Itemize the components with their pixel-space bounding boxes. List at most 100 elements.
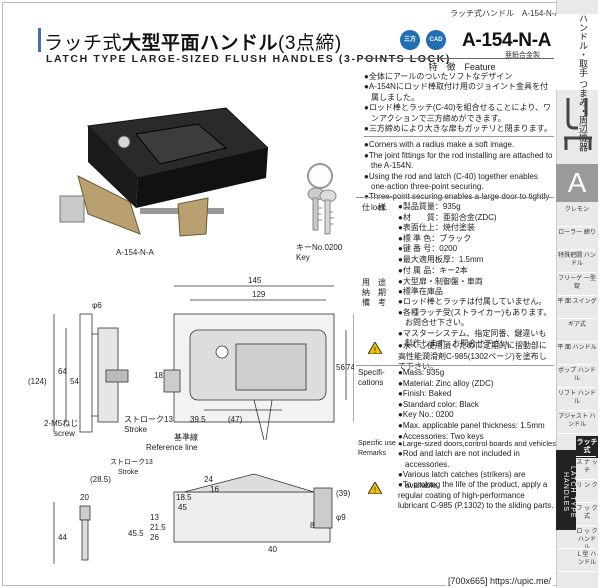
dim-phi6: φ6: [92, 301, 102, 310]
feature-item-en: ●Corners with a radius make a soft image…: [364, 140, 515, 150]
sidebar-separator: [558, 456, 596, 457]
svg-text:!: !: [374, 486, 376, 494]
spec-item-jp: ●表面仕上：焼付塗装: [398, 223, 475, 233]
sidebar-item[interactable]: クレモン: [564, 207, 589, 213]
sidebar-separator: [558, 571, 596, 572]
dim-47: (47): [228, 415, 243, 424]
feature-item-jp: ●ロッド棒とラッチ(C-40)を組合せることにより、ワンアクションで三方締めがで…: [364, 103, 552, 123]
dim-21-5: 21.5: [150, 523, 166, 532]
dim-28-5: (28.5): [90, 475, 111, 484]
spec-item-en: ●Material: Zinc alloy (ZDC): [398, 378, 494, 388]
spec-item-jp: ●付 属 品：キー2本: [398, 265, 468, 275]
spec-item-jp: ●键 番 号：0200: [398, 244, 458, 254]
caution-en-icon: !: [368, 482, 382, 494]
key-icon: [307, 163, 337, 235]
note-item-jp: ●ロッド棒とラッチは付属していません。: [398, 297, 547, 306]
dim-45-5: 45.5: [128, 529, 144, 538]
spec-item-en: ●Max. applicable panel thickness: 1.5mm: [398, 420, 545, 430]
spec-item-jp: ●標 準 色：ブラック: [398, 233, 472, 243]
sidebar-item[interactable]: アジャスト ハンドル: [558, 414, 596, 428]
sidebar-separator: [558, 249, 596, 250]
spec-item-jp: ●最大適用板厚：1.5mm: [398, 254, 484, 264]
dim-phi9: φ9: [336, 513, 346, 522]
sidebar-item[interactable]: ラッチ式: [576, 436, 598, 458]
sidebar-separator: [558, 295, 596, 296]
sidebar-item[interactable]: 平 面 ハンドル: [557, 345, 597, 351]
notes-label-jp: 備 考: [362, 298, 386, 307]
product-code: A-154-N-A: [462, 30, 552, 51]
sidebar-item[interactable]: リ ン ク: [576, 483, 598, 489]
dim-screw-en: screw: [54, 429, 75, 438]
use-value-en: ●Large-sized doors,control boards and ve…: [398, 439, 556, 448]
feature-divider: [364, 136, 554, 138]
sidebar-category-title: ハンドル・取手 つまみ・周辺機器: [578, 14, 588, 152]
dim-64: 64: [58, 367, 67, 376]
dim-74: 74: [346, 363, 354, 372]
remarks-label-en: Remarks: [358, 450, 387, 457]
use-value-jp: ●大型扉・制御盤・車両: [398, 277, 483, 286]
sidebar-item[interactable]: ローラー 締り: [558, 230, 596, 236]
dim-24: 24: [204, 475, 213, 484]
use-label-jp: 用 途: [362, 278, 386, 287]
feature-rule: [364, 58, 554, 59]
dim-screw-jp: 2-M5ねじ: [44, 419, 78, 428]
remarks-list-en: ●Rod and latch are not included in acces…: [398, 449, 554, 491]
caution-en: ●To prolong the life of the product, app…: [398, 480, 554, 511]
key-caption-en: Key: [296, 253, 310, 262]
reference-line-en: Reference line: [146, 443, 198, 452]
note-item-jp: ●各種ラッチ受(ストライカー)もあります。お問合せ下さい。: [398, 307, 552, 328]
remark-item-en: ●Various latch catches (strikers) are av…: [398, 470, 526, 490]
sidebar-separator: [558, 364, 596, 365]
spec-item-jp: ●材 質：亜鉛合金(ZDC): [398, 212, 497, 222]
dim-129: 129: [252, 290, 266, 299]
dim-45: 45: [178, 503, 187, 512]
sidebar-separator: [558, 341, 596, 342]
sidebar-item[interactable]: ギア式: [567, 322, 586, 328]
use-label-en: Specific use: [358, 440, 396, 447]
spec-item-en: ●Key No.: 0200: [398, 410, 454, 420]
dim-124: (124): [28, 377, 47, 386]
sidebar-separator: [558, 410, 596, 411]
sidebar-separator: [558, 548, 596, 549]
sidebar-separator: [558, 502, 596, 503]
sidebar-item[interactable]: リフト ハンドル: [558, 391, 596, 405]
sidebar-item[interactable]: フ ッ ク 式: [576, 506, 598, 520]
sidebar-item[interactable]: 平 面 スイング: [557, 299, 597, 305]
delivery-value-jp: ●標準在庫品: [398, 287, 443, 296]
page-title-jp: ラッチ式大型平面ハンドル(3点締): [44, 33, 342, 54]
dim-39-5: 39.5: [190, 415, 206, 424]
sidebar-item[interactable]: ボップ ハンドル: [558, 368, 596, 382]
spec-item-jp: ●製品質量：935g: [398, 202, 461, 211]
dim-18: 18: [154, 371, 163, 380]
product-material-tag: 亜鉛合金製: [505, 52, 540, 59]
product-photo: [59, 107, 268, 237]
cad-badge-icon[interactable]: CAD: [426, 30, 446, 50]
note-item-jp: ●マスターシステム、指定同番、鍵違いも製作します。お問合せ下さい。: [398, 328, 547, 349]
notes-list-jp: ●ロッド棒とラッチは付属していません。●各種ラッチ受(ストライカー)もあります。…: [398, 297, 554, 350]
feature-heading: 特 徴 Feature: [428, 62, 496, 72]
feature-item-jp: ●三方締めにより大きな扉もガッチリと閉まります。: [364, 124, 552, 134]
sidebar-header: [556, 14, 598, 90]
dim-40: 40: [268, 545, 277, 554]
dim-8: 8: [310, 521, 315, 530]
remark-item-en: ●Rod and latch are not included in acces…: [398, 449, 520, 469]
dim-145: 145: [248, 276, 262, 285]
dim-20: 20: [80, 493, 89, 502]
sidebar-item[interactable]: フリーゲ ー型錠: [558, 276, 596, 290]
spec-rule: [356, 197, 554, 198]
caution-jp: ●永くご使用頂くために定期的に摺動部に高性能潤滑剤C-985(1302ページ)を…: [398, 341, 547, 372]
feature-item-en: ●Three-point securing enables a large do…: [364, 192, 550, 212]
sidebar-separator: [558, 318, 596, 319]
sidebar-item[interactable]: L 型 ハンドル: [577, 552, 597, 566]
dim-54: 54: [70, 377, 79, 386]
dim-stroke-2-jp: ストローク13: [110, 458, 153, 466]
sidebar-item[interactable]: ス ナ ッ チ: [576, 460, 598, 474]
dim-56: 56: [336, 363, 345, 372]
sidebar-separator: [558, 272, 596, 273]
feature-list: ●全体にアールのついたソフトなデザイン●A-154Nにロッド棒取付け用のジョイン…: [364, 72, 554, 213]
spec-item-en: ●Mass: 935g: [398, 368, 445, 377]
sidebar-separator: [558, 387, 596, 388]
spec-list-jp: ●製品質量：935g●材 質：亜鉛合金(ZDC)●表面仕上：焼付塗装●標 準 色…: [398, 202, 554, 276]
key-number-jp: キーNo.0200: [296, 243, 343, 252]
sidebar-item[interactable]: 特殊把闘 ハンドル: [558, 253, 596, 267]
